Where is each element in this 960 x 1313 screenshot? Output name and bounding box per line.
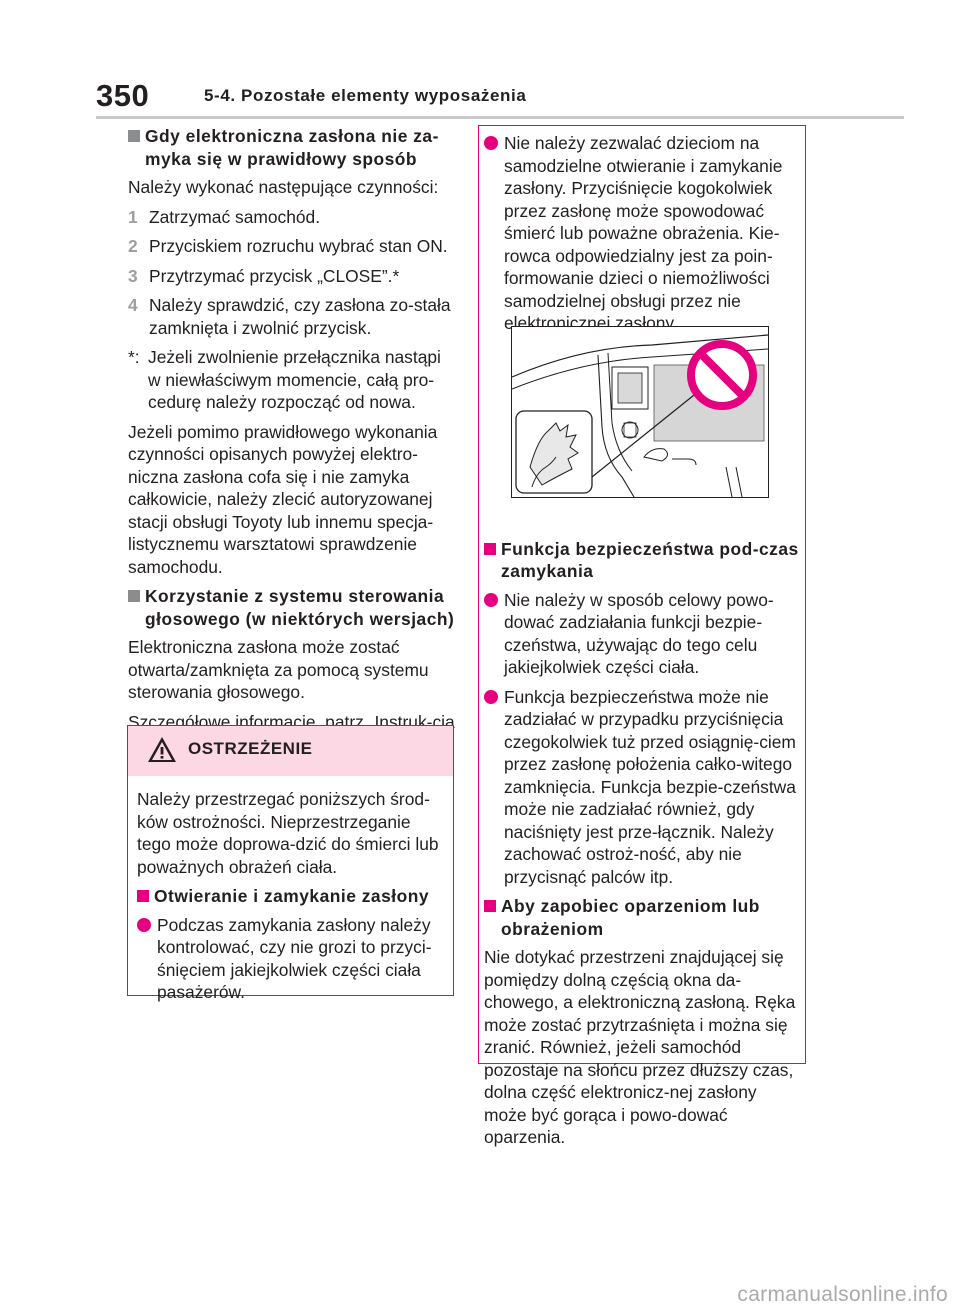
heading-text: Funkcja bezpieczeństwa pod-czas zamykani… xyxy=(501,538,799,582)
square-bullet-icon xyxy=(137,890,149,902)
bullet-text: Nie należy zezwalać dzieciom na samodzie… xyxy=(504,133,783,333)
warning-body: Należy przestrzegać poniższych środ-ków … xyxy=(137,788,449,1011)
section-title: 5-4. Pozostałe elementy wyposażenia xyxy=(204,86,527,105)
header-divider xyxy=(96,116,904,119)
footnote-mark: *: xyxy=(128,347,140,367)
heading-text: Gdy elektroniczna zasłona nie za-myka si… xyxy=(145,126,439,169)
heading-voice-control: Korzystanie z systemu sterowania głosowe… xyxy=(128,585,456,630)
square-bullet-icon xyxy=(128,130,140,142)
step-item: 2 Przyciskiem rozruchu wybrać stan ON. xyxy=(128,235,456,258)
right-warning-box: Nie należy zezwalać dzieciom na samodzie… xyxy=(478,125,806,1147)
bullet-text: Podczas zamykania zasłony należy kontrol… xyxy=(157,914,432,1003)
heading-text: Korzystanie z systemu sterowania głosowe… xyxy=(145,586,455,629)
square-bullet-icon xyxy=(484,900,496,912)
step-text: Zatrzymać samochód. xyxy=(149,206,321,227)
step-number: 3 xyxy=(128,265,138,286)
warning-triangle-icon xyxy=(148,737,176,762)
footnote: *: Jeżeli zwolnienie przełącznika nastąp… xyxy=(128,346,456,414)
step-number: 4 xyxy=(128,295,138,315)
square-bullet-icon xyxy=(128,590,140,602)
footer-watermark-logo: carmanualsonline.info xyxy=(737,1283,948,1306)
left-column: Gdy elektroniczna zasłona nie za-myka si… xyxy=(128,125,456,763)
warning-intro: Należy przestrzegać poniższych środ-ków … xyxy=(137,789,439,877)
heading-text: Otwieranie i zamykanie zasłony xyxy=(154,886,430,906)
right-box-content: Nie należy zezwalać dzieciom na samodzie… xyxy=(484,132,800,1156)
step-text: Przyciskiem rozruchu wybrać stan ON. xyxy=(149,236,448,256)
warning-bullet: Podczas zamykania zasłony należy kontrol… xyxy=(137,914,449,1004)
bullet-children: Nie należy zezwalać dzieciom na samodzie… xyxy=(484,132,800,335)
heading-burns: Aby zapobiec oparzeniom lub obrażeniom xyxy=(484,895,800,940)
round-bullet-icon xyxy=(484,136,498,150)
step-number: 2 xyxy=(128,236,138,256)
paragraph: Elektroniczna zasłona może zostać otwart… xyxy=(128,637,429,702)
bullet-item: Nie należy w sposób celowy powo-dować za… xyxy=(484,589,800,679)
heading-safety-function: Funkcja bezpieczeństwa pod-czas zamykani… xyxy=(484,538,800,583)
bullet-text: Funkcja bezpieczeństwa może nie zadziała… xyxy=(504,686,796,887)
round-bullet-icon xyxy=(137,917,151,932)
square-bullet-icon xyxy=(484,542,496,555)
step-item: 1 Zatrzymać samochód. xyxy=(128,206,456,229)
page-number: 350 xyxy=(96,78,150,113)
round-bullet-icon xyxy=(484,592,498,607)
step-item: 4 Należy sprawdzić, czy zasłona zo-stała… xyxy=(128,294,456,339)
step-number: 1 xyxy=(128,206,138,227)
sunshade-illustration xyxy=(511,326,769,498)
warning-title: OSTRZEŻENIE xyxy=(188,739,313,758)
footnote-text: Jeżeli zwolnienie przełącznika nastąpi w… xyxy=(148,347,441,412)
heading-text: Aby zapobiec oparzeniom lub obrażeniom xyxy=(501,896,760,939)
car-interior-drawing xyxy=(512,334,768,497)
steps-intro: Należy wykonać następujące czynności: xyxy=(128,177,439,197)
round-bullet-icon xyxy=(484,689,498,704)
warning-header: OSTRZEŻENIE xyxy=(128,726,453,776)
step-text: Przytrzymać przycisk „CLOSE”.* xyxy=(149,265,400,286)
step-text: Należy sprawdzić, czy zasłona zo-stała z… xyxy=(149,295,451,338)
warning-box: OSTRZEŻENIE Należy przestrzegać poniższy… xyxy=(127,725,454,1002)
heading-curtain-not-closing: Gdy elektroniczna zasłona nie za-myka si… xyxy=(128,125,456,170)
page-header: 350 5-4. Pozostałe elementy wyposażenia xyxy=(0,72,960,119)
paragraph: Jeżeli pomimo prawidłowego wykonania czy… xyxy=(128,421,438,577)
bullet-item: Funkcja bezpieczeństwa może nie zadziała… xyxy=(484,686,800,889)
paragraph: Nie dotykać przestrzeni znajdującej się … xyxy=(484,947,796,1147)
step-item: 3 Przytrzymać przycisk „CLOSE”.* xyxy=(128,265,456,288)
bullet-text: Nie należy w sposób celowy powo-dować za… xyxy=(504,589,774,678)
warning-heading: Otwieranie i zamykanie zasłony xyxy=(137,885,449,908)
